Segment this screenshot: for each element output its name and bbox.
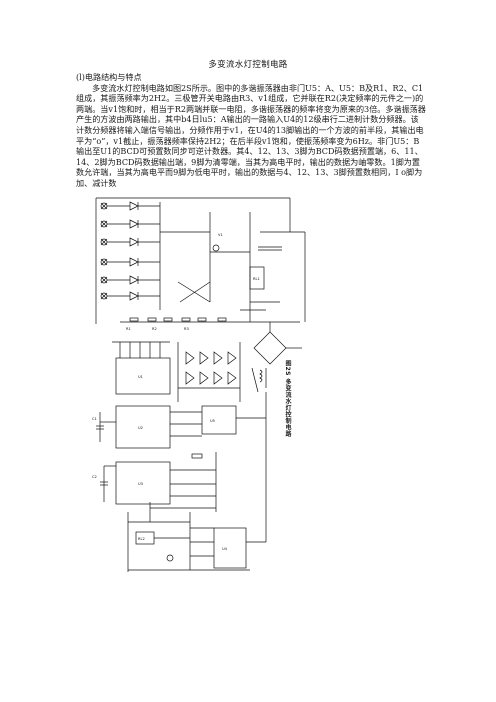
r3-label: R3 xyxy=(184,327,189,331)
circuit-schematic: V1 RL1 R1 R2 R3 xyxy=(90,192,320,575)
c1-label: C1 xyxy=(92,417,97,421)
v1-label: V1 xyxy=(218,233,223,237)
u1-label: U1 xyxy=(138,375,143,379)
figure-caption: 图2S 多变流水灯控制电路 xyxy=(284,360,291,438)
u3-label: U3 xyxy=(138,482,143,486)
c2-label: C2 xyxy=(92,475,97,479)
u4-label: U4 xyxy=(222,547,228,551)
r1-label: R1 xyxy=(126,327,131,331)
document-title: 多变流水灯控制电路 xyxy=(208,60,288,70)
rl1-label: RL1 xyxy=(253,277,260,281)
body-paragraph: 多变流水灯控制电路如图2S所示。图中的多谐振荡器由非门U5：A、U5：B及R1、… xyxy=(76,82,426,188)
rl2-label: RL2 xyxy=(138,537,145,541)
u5-label: U5 xyxy=(210,419,215,423)
r2-label: R2 xyxy=(152,327,157,331)
document-body: (l)电路结构与特点 多变流水灯控制电路如图2S所示。图中的多谐振荡器由非门U5… xyxy=(76,72,426,189)
section-heading: (l)电路结构与特点 xyxy=(76,72,142,82)
u2-label: U2 xyxy=(138,426,143,430)
